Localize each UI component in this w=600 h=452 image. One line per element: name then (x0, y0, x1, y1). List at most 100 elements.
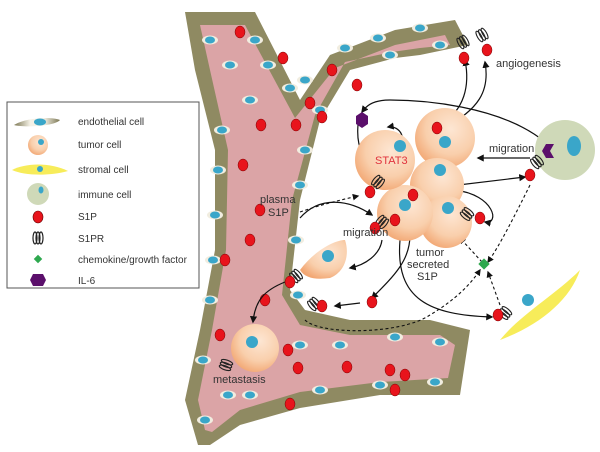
arrow-secreted-s1p (370, 234, 411, 300)
endothelial-nucleus (435, 338, 445, 346)
endothelial-cells (195, 23, 448, 425)
tumor-cell-icon (28, 135, 48, 155)
s1pr-coil (475, 30, 484, 43)
dashed-stromal-to-chemokine (486, 270, 501, 306)
endothelial-nucleus (295, 181, 305, 189)
s1pr-coil (218, 364, 232, 372)
s1p-molecule (284, 397, 296, 411)
endothelial-nucleus (223, 391, 233, 399)
s1p-molecule (389, 213, 401, 227)
s1pr-coil (532, 156, 542, 168)
s1pr-coil (458, 36, 468, 48)
legend-label-endothelial: endothelial cell (78, 117, 144, 128)
s1p-receptor-icon (32, 231, 44, 245)
s1pr-coil (534, 154, 544, 166)
endothelial-nucleus (375, 381, 385, 389)
s1p-molecule (431, 121, 443, 135)
s1p-molecule (384, 363, 396, 377)
stromal-nucleus (522, 294, 534, 306)
s1p-molecule (214, 328, 226, 342)
s1pr-coil (530, 158, 540, 170)
label-migration-center: migration (343, 227, 388, 239)
s1pr-coil (461, 34, 470, 47)
s1p-molecule (389, 383, 401, 397)
s1p-molecule (219, 253, 231, 267)
endothelial-nucleus (340, 44, 350, 52)
legend-label-immune: immune cell (78, 190, 131, 201)
endothelial-nucleus (390, 333, 400, 341)
plasma-s1p-molecules (214, 25, 411, 411)
label-plasma-s1p-line2: S1P (268, 207, 289, 219)
s1p-molecule (292, 361, 304, 375)
il6-hexagon-icon (30, 274, 46, 286)
endothelial-nucleus (300, 146, 310, 154)
endothelial-nucleus (205, 36, 215, 44)
s1p-molecule (304, 96, 316, 110)
s1p-molecule (366, 295, 378, 309)
s1p-receptors (218, 27, 544, 372)
s1pr-coil (293, 268, 303, 280)
endothelial-nucleus (385, 51, 395, 59)
arrow-migration-down (348, 239, 383, 271)
nucleus (434, 164, 446, 176)
label-tumor-secreted-line3: S1P (417, 271, 438, 283)
immune-cell-icon (27, 183, 49, 205)
s1p-molecule-bound (524, 168, 536, 182)
legend-label-tumor: tumor cell (78, 140, 121, 151)
endothelial-nucleus (210, 211, 220, 219)
endothelial-nucleus (335, 341, 345, 349)
s1p-molecule-bound (492, 308, 504, 322)
s1pr-coil (456, 37, 465, 50)
nucleus (322, 250, 334, 262)
s1p-molecule (234, 25, 246, 39)
endothelial-nucleus (217, 126, 227, 134)
s1pr-coil (480, 27, 489, 40)
legend-label-s1p: S1P (78, 212, 97, 223)
s1p-molecule (244, 233, 256, 247)
s1p-receptor (371, 174, 385, 190)
endothelial-nucleus (415, 24, 425, 32)
s1p-molecule-bound (284, 275, 296, 289)
endothelial-nucleus (291, 236, 301, 244)
immune-nucleus (567, 136, 581, 156)
s1p-molecule (255, 118, 267, 132)
s1pr-coil (461, 209, 473, 219)
s1p-molecule-bound (364, 185, 376, 199)
label-migration-immune: migration (489, 143, 534, 155)
arrow-plasma-to-tumor (299, 201, 374, 219)
endothelial-nucleus (245, 96, 255, 104)
tumor-cluster (355, 108, 475, 248)
s1pr-coil (477, 29, 487, 41)
arrow-tumor-loop-right (454, 189, 494, 227)
chemokine-diamond-icon (478, 258, 490, 270)
s1p-molecule-bound (481, 43, 493, 57)
s1p-molecule-bound (458, 51, 470, 65)
dashed-chemokine-to-tumor (459, 237, 483, 263)
nucleus (246, 336, 258, 348)
s1pr-coil (375, 178, 385, 190)
endothelial-nucleus (373, 34, 383, 42)
tumor-cell (420, 196, 472, 248)
s1p-receptor (459, 207, 475, 221)
s1pr-coil (499, 308, 511, 318)
s1p-molecule (237, 158, 249, 172)
s1pr-coil (220, 358, 234, 366)
s1pr-coil (463, 207, 475, 217)
label-plasma-s1p-line1: plasma (260, 194, 296, 206)
s1p-molecule-icon (32, 210, 44, 224)
endothelial-nucleus (205, 296, 215, 304)
endothelial-nucleus (200, 416, 210, 424)
stromal-cell-icon (12, 164, 68, 175)
s1pr-coil (501, 306, 513, 316)
s1pr-coil (379, 218, 389, 230)
label-stat3: STAT3 (375, 155, 408, 167)
arrow-to-metastasis (249, 281, 286, 324)
chemokine-diamond-icon (33, 254, 43, 264)
nucleus (399, 199, 411, 211)
endothelial-nucleus (263, 61, 273, 69)
arrows (249, 58, 546, 324)
endothelial-nucleus (293, 291, 303, 299)
s1p-molecule-bound (316, 299, 328, 313)
migrating-tumor-cell (300, 240, 347, 279)
legend-label-s1pr: S1PR (78, 234, 104, 245)
